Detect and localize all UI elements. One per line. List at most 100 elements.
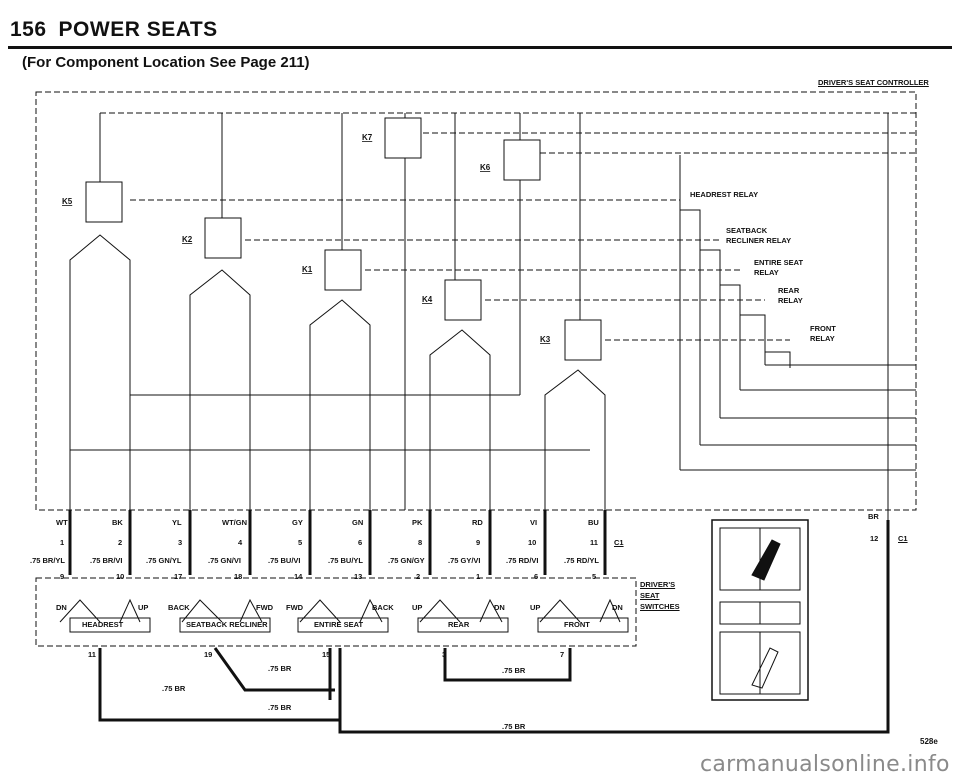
pin-bottom-4: 14: [294, 572, 303, 581]
wire-bottom-2: .75 GN/YL: [146, 556, 182, 565]
relay-k1: [324, 249, 362, 291]
relay-label-k7: K7: [362, 133, 373, 142]
pin-top-8: 10: [528, 538, 537, 547]
sw-dn-2: DN: [494, 603, 505, 612]
connector-c1-right: C1: [898, 534, 908, 543]
sw-rear: REAR: [448, 620, 470, 629]
wire-bottom-8: .75 RD/VI: [506, 556, 539, 565]
pin-top-3: 4: [238, 538, 243, 547]
watermark: carmanualsonline.info: [700, 752, 950, 777]
pin-bottom-1: 10: [116, 572, 125, 581]
page-title: 156 POWER SEATS: [10, 18, 218, 42]
wire-color-10: BR: [868, 512, 879, 521]
wire-bottom-0: .75 BR/YL: [30, 556, 66, 565]
switch-block-label-2: SEAT: [640, 591, 660, 600]
wire-color-5: GN: [352, 518, 364, 527]
sw-fwd-1: FWD: [256, 603, 274, 612]
wire-color-3: WT/GN: [222, 518, 247, 527]
wire-bottom-5: .75 BU/YL: [328, 556, 364, 565]
wire-color-0: WT: [56, 518, 68, 527]
ground-label-5: .75 BR: [502, 722, 526, 731]
relay-k4: [444, 279, 482, 321]
lower-pin-4: 7: [560, 650, 565, 659]
wire-bottom-6: .75 GN/GY: [388, 556, 425, 565]
wire-color-7: RD: [472, 518, 483, 527]
page-number: 156: [10, 18, 47, 41]
pin-bottom-7: 1: [476, 572, 481, 581]
relay-k7: [384, 117, 422, 159]
pin-bottom-3: 18: [234, 572, 243, 581]
pin-top-6: 8: [418, 538, 423, 547]
pin-top-2: 3: [178, 538, 183, 547]
sw-up-3: UP: [530, 603, 541, 612]
entire-seat-label: ENTIRE SEAT: [754, 258, 804, 267]
sw-dn-3: DN: [612, 603, 623, 612]
relay-k5: [85, 181, 123, 223]
controller-outline: [35, 91, 917, 511]
wire-bottom-9: .75 RD/YL: [564, 556, 600, 565]
ground-label-2: .75 BR: [162, 684, 186, 693]
rear-relay-label: RELAY: [778, 296, 803, 305]
wire-color-8: VI: [530, 518, 538, 527]
relay-label-k6: K6: [480, 163, 491, 172]
wire-bottom-4: .75 BU/VI: [268, 556, 301, 565]
pin-bottom-6: 2: [416, 572, 421, 581]
recliner-relay-label: RECLINER RELAY: [726, 236, 792, 245]
wire-bottom-1: .75 BR/VI: [90, 556, 123, 565]
sw-headrest: HEADREST: [82, 620, 124, 629]
sw-dn-1: DN: [56, 603, 67, 612]
wire-color-1: BK: [112, 518, 123, 527]
lower-pin-0: 11: [88, 650, 96, 659]
sw-fwd-2: FWD: [286, 603, 304, 612]
connector-c1-left: C1: [614, 538, 624, 547]
relay-label-k1: K1: [302, 265, 313, 274]
entire-seat-relay-label: RELAY: [754, 268, 779, 277]
switch-icon-panel: [711, 519, 809, 701]
relay-k6: [503, 139, 541, 181]
switch-block-label-3: SWITCHES: [640, 602, 680, 611]
ground-label-4: .75 BR: [502, 666, 526, 675]
section-title: POWER SEATS: [58, 18, 218, 41]
pin-top-5: 6: [358, 538, 363, 547]
headrest-relay-label: HEADREST RELAY: [690, 190, 759, 199]
switch-block-label-1: DRIVER'S: [640, 580, 676, 589]
relay-label-k5: K5: [62, 197, 73, 206]
relay-label-k4: K4: [422, 295, 433, 304]
sw-back-2: BACK: [372, 603, 394, 612]
pin-bottom-8: 6: [534, 572, 539, 581]
switch-block-outline: [35, 577, 637, 647]
pin-top-10: 12: [870, 534, 879, 543]
wire-color-9: BU: [588, 518, 599, 527]
relay-k3: [564, 319, 602, 361]
sw-front: FRONT: [564, 620, 590, 629]
page-subtitle: (For Component Location See Page 211): [22, 54, 310, 71]
pin-top-1: 2: [118, 538, 123, 547]
ground-label-1: .75 BR: [268, 664, 292, 673]
sw-back-1: BACK: [168, 603, 190, 612]
rear-label: REAR: [778, 286, 800, 295]
relay-label-k2: K2: [182, 235, 193, 244]
wire-bottom-3: .75 GN/VI: [208, 556, 241, 565]
figure-code: 528e: [920, 737, 938, 746]
sw-seatback-recliner: SEATBACK RECLINER: [186, 620, 268, 629]
sw-entire-seat: ENTIRE SEAT: [314, 620, 364, 629]
pin-bottom-2: 17: [174, 572, 183, 581]
relay-label-k3: K3: [540, 335, 551, 344]
lower-pin-3: 3: [442, 650, 447, 659]
pin-top-7: 9: [476, 538, 481, 547]
relay-k2: [204, 217, 242, 259]
lower-pin-1: 19: [204, 650, 213, 659]
front-label: FRONT: [810, 324, 836, 333]
seatback-label: SEATBACK: [726, 226, 768, 235]
wire-color-6: PK: [412, 518, 423, 527]
wire-color-2: YL: [172, 518, 182, 527]
ground-label-3: .75 BR: [268, 703, 292, 712]
front-relay-label: RELAY: [810, 334, 835, 343]
pin-bottom-9: 5: [592, 572, 597, 581]
wire-color-4: GY: [292, 518, 303, 527]
lower-pin-2: 15: [322, 650, 331, 659]
sw-up-2: UP: [412, 603, 423, 612]
wire-bottom-7: .75 GY/VI: [448, 556, 481, 565]
pin-bottom-5: 13: [354, 572, 363, 581]
